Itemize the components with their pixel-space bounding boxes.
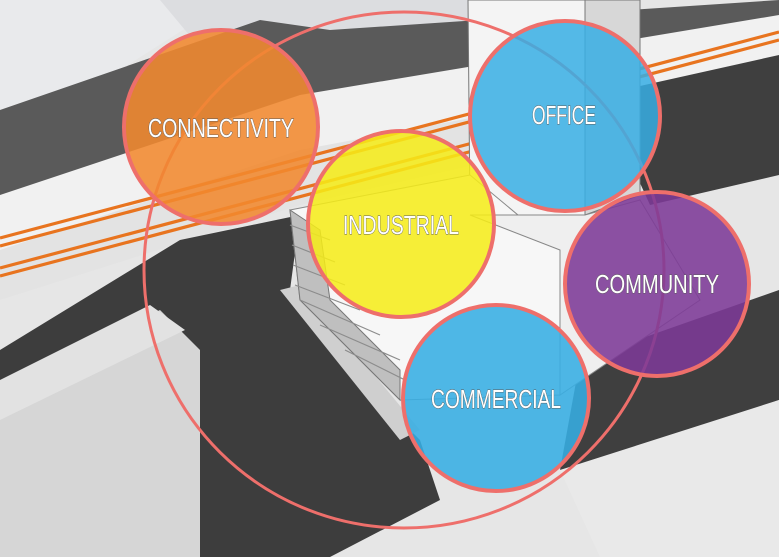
community-label: COMMUNITY	[595, 269, 719, 299]
podium-stripe	[319, 324, 401, 361]
commercial-circle	[401, 303, 591, 493]
office-label: OFFICE	[532, 100, 596, 130]
community-circle	[563, 190, 751, 378]
block-lower-left-top	[0, 305, 185, 420]
bubble-office: OFFICE	[468, 19, 662, 213]
industrial-label: INDUSTRIAL	[343, 210, 459, 240]
industrial-circle	[306, 129, 496, 319]
bubble-industrial: INDUSTRIAL	[306, 129, 496, 319]
block-top-upper-left	[0, 0, 230, 120]
block-right-lower	[560, 400, 779, 557]
bubble-community: COMMUNITY	[563, 190, 751, 378]
sidewalk	[280, 285, 420, 440]
connectivity-circle	[122, 28, 320, 226]
program-bubbles: CONNECTIVITY OFFICE INDUSTRIAL COMMUNITY…	[122, 19, 751, 493]
commercial-label: COMMERCIAL	[431, 384, 561, 414]
bubble-commercial: COMMERCIAL	[401, 303, 591, 493]
office-circle	[468, 19, 662, 213]
podium-stripe	[344, 349, 406, 381]
bubble-connectivity: CONNECTIVITY	[122, 28, 320, 226]
podium-stripe	[294, 284, 361, 311]
connectivity-label: CONNECTIVITY	[148, 113, 294, 143]
podium-stripe	[299, 299, 381, 336]
